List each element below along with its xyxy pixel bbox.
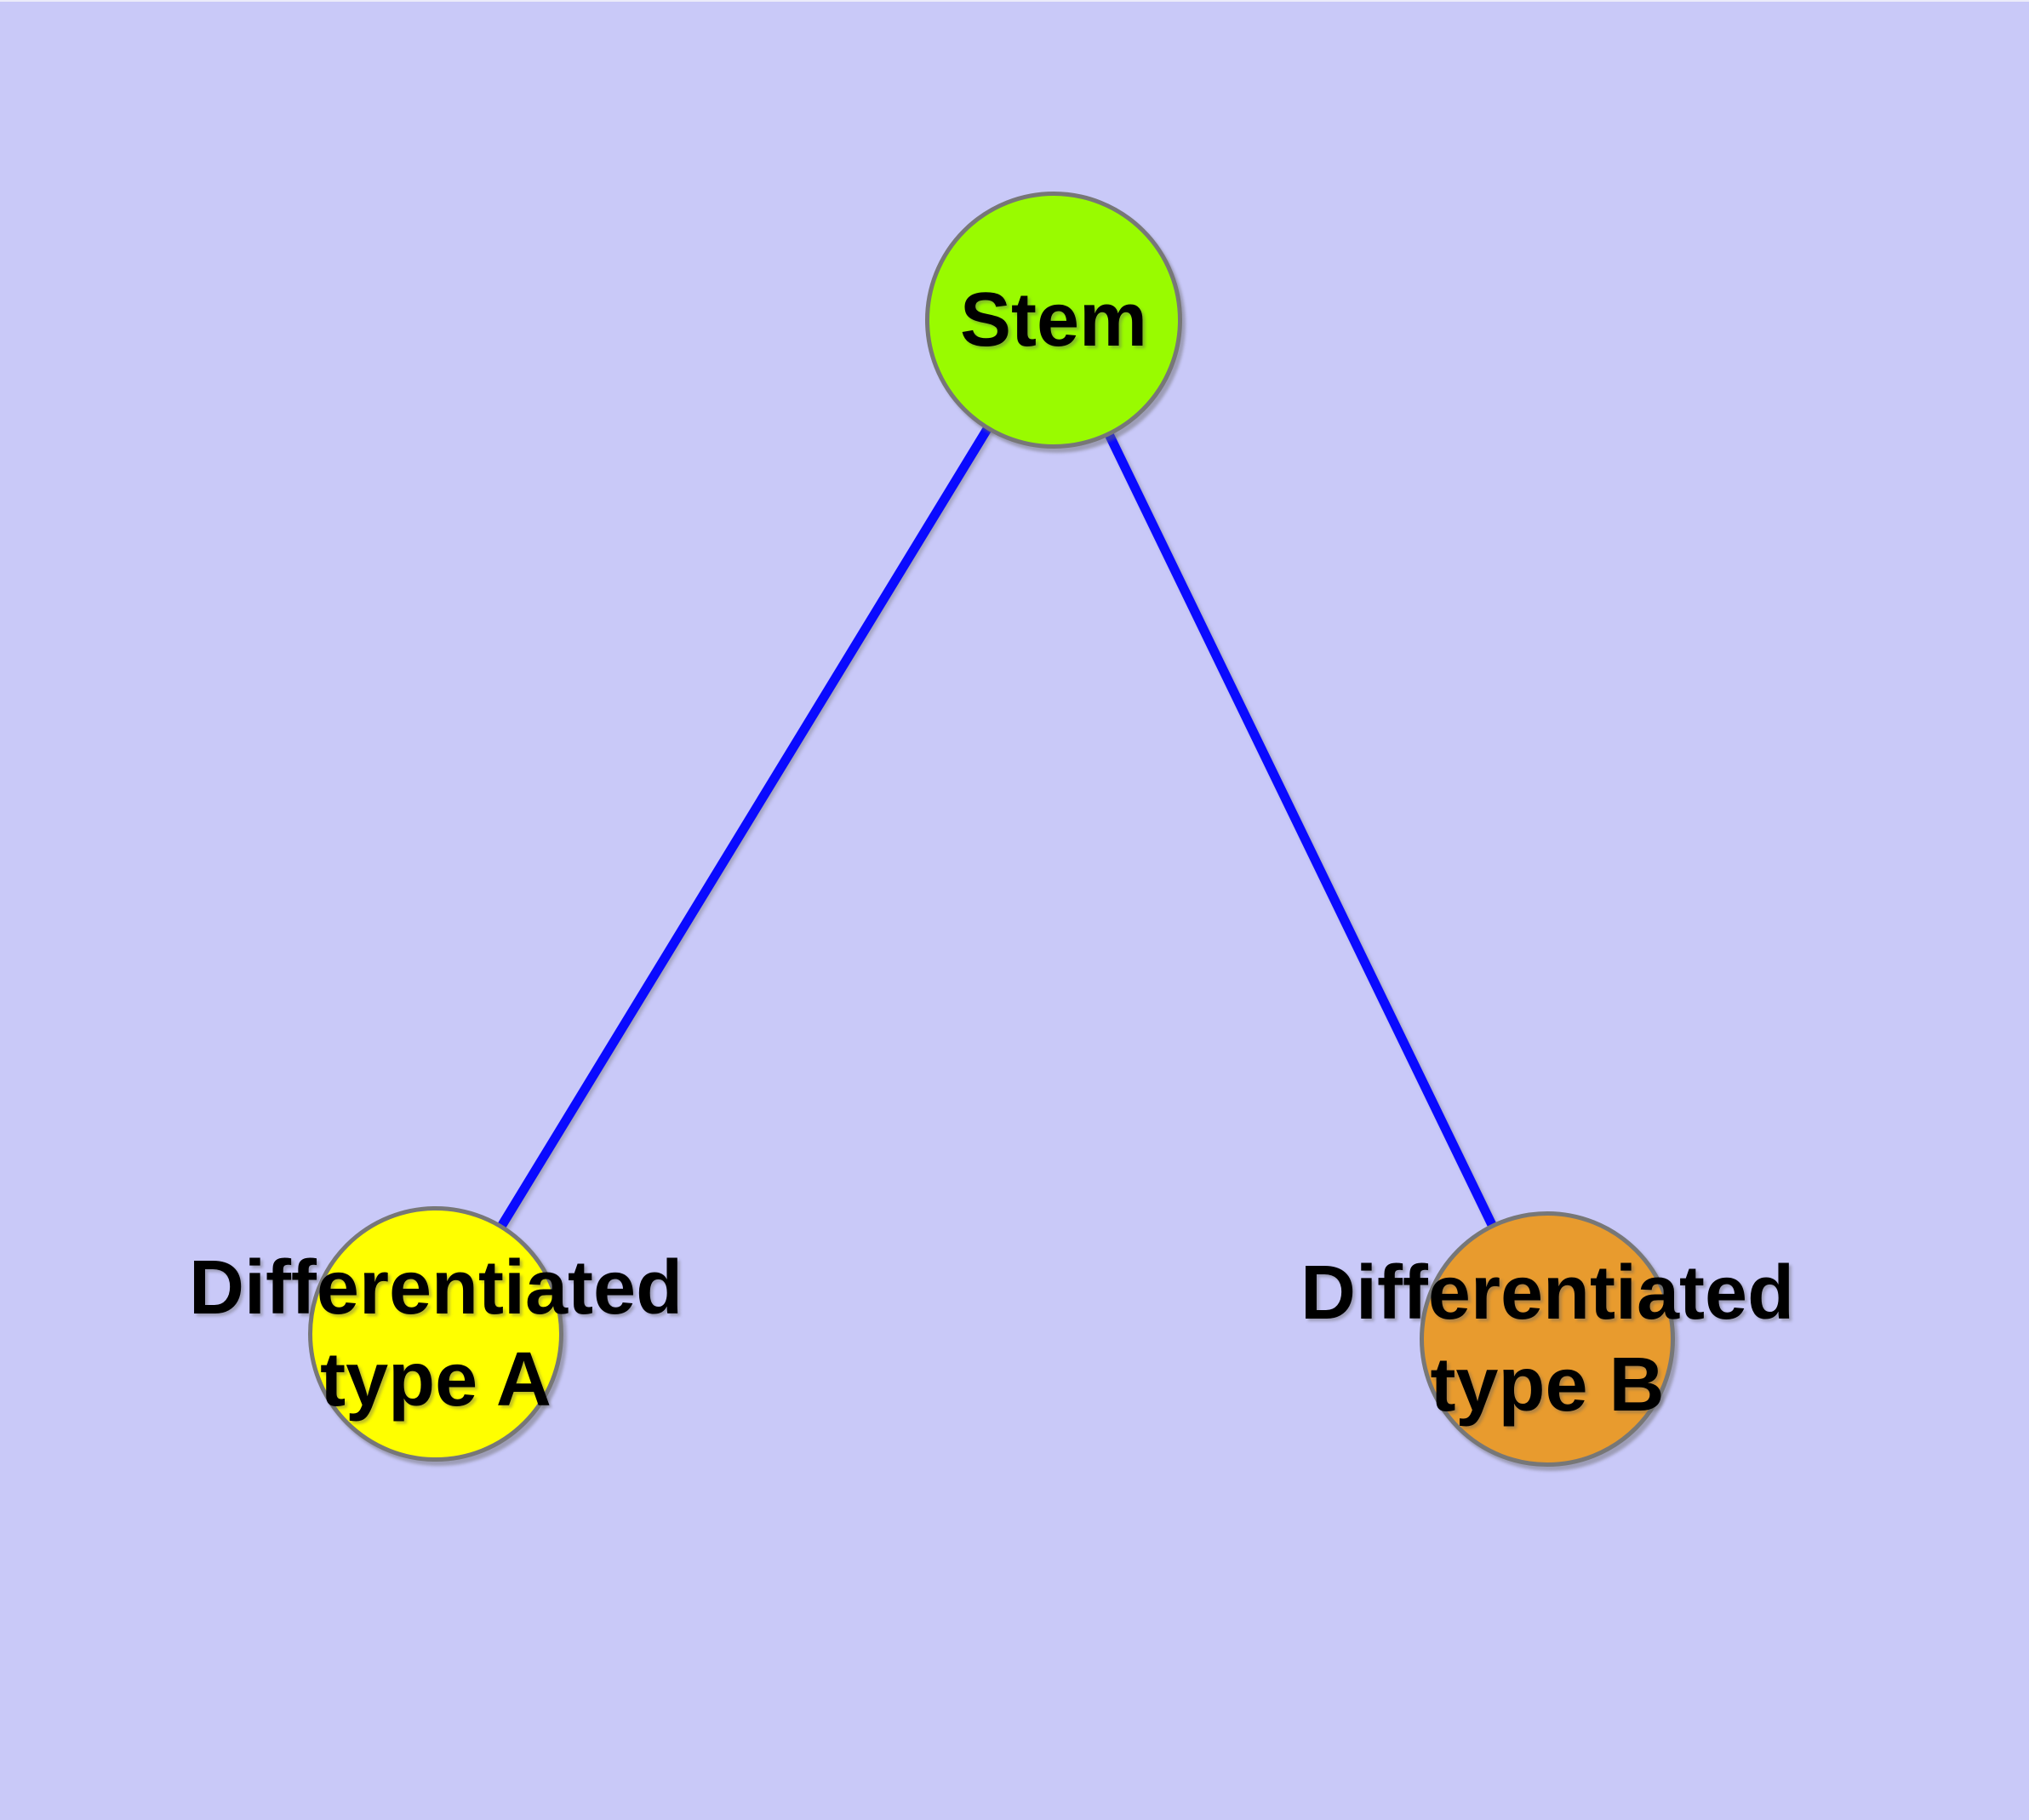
edge-stem-typeA xyxy=(432,318,1058,1336)
edge-stem-typeB xyxy=(1049,318,1552,1342)
node-stem xyxy=(925,192,1182,449)
node-typeA xyxy=(308,1206,563,1462)
node-typeB xyxy=(1420,1211,1675,1467)
